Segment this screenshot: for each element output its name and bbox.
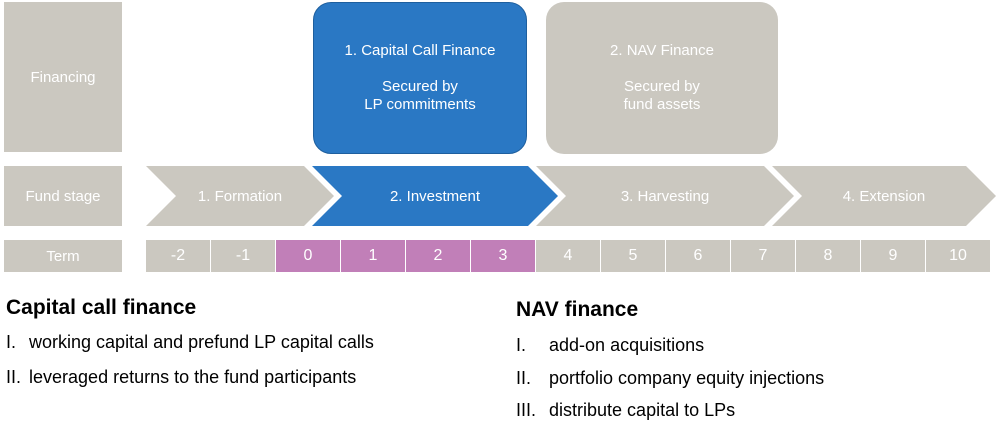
capital-call-item-number: II. — [6, 367, 22, 387]
term-cell-highlighted: 2 — [406, 240, 470, 272]
chevron-investment — [312, 166, 558, 226]
nav-item-number: I. — [516, 335, 527, 355]
term-cell-highlighted: 1 — [341, 240, 405, 272]
nav-item-text: distribute capital to LPs — [549, 400, 736, 420]
nav-finance-box: 2. NAV Finance Secured by fund assets — [546, 2, 778, 154]
nav-item-number: III. — [516, 400, 537, 420]
term-cell: -1 — [211, 240, 275, 272]
nav-item: I. add-on acquisitions — [516, 335, 704, 356]
capital-call-heading: Capital call finance — [6, 296, 197, 319]
nav-item: III. distribute capital to LPs — [516, 400, 735, 421]
capital-call-item-text: working capital and prefund LP capital c… — [29, 332, 374, 352]
term-cell: 9 — [861, 240, 925, 272]
term-cell: 4 — [536, 240, 600, 272]
chevron-extension — [772, 166, 996, 226]
nav-heading: NAV finance — [516, 298, 639, 321]
capital-call-item: I. working capital and prefund LP capita… — [6, 332, 374, 353]
stage-label-extension: 4. Extension — [842, 187, 926, 205]
nav-finance-title: 2. NAV Finance — [610, 42, 714, 59]
row-label-financing-text: Financing — [30, 68, 96, 86]
stage-label-investment: 2. Investment — [389, 187, 481, 205]
capital-call-finance-box: 1. Capital Call Finance Secured by LP co… — [313, 2, 527, 154]
capital-call-item: II. leveraged returns to the fund partic… — [6, 367, 356, 388]
term-cell-highlighted: 3 — [471, 240, 535, 272]
nav-item-number: II. — [516, 368, 532, 388]
term-cell: 7 — [731, 240, 795, 272]
term-cell: 10 — [926, 240, 990, 272]
term-cell: 6 — [666, 240, 730, 272]
row-label-term: Term — [4, 240, 122, 272]
capital-call-finance-title: 1. Capital Call Finance — [344, 42, 496, 59]
capital-call-finance-line2: LP commitments — [364, 96, 476, 113]
nav-finance-line1: Secured by — [624, 78, 700, 95]
row-label-fund-stage-text: Fund stage — [25, 187, 101, 205]
term-cell: 8 — [796, 240, 860, 272]
row-label-financing: Financing — [4, 2, 122, 152]
capital-call-item-text: leveraged returns to the fund participan… — [29, 367, 357, 387]
nav-finance-line2: fund assets — [623, 96, 701, 113]
row-label-fund-stage: Fund stage — [4, 166, 122, 226]
term-cell: 5 — [601, 240, 665, 272]
chevron-formation — [146, 166, 334, 226]
term-cell: -2 — [146, 240, 210, 272]
capital-call-item-number: I. — [6, 332, 17, 352]
nav-item-text: add-on acquisitions — [549, 335, 705, 355]
stage-label-formation: 1. Formation — [197, 187, 283, 205]
row-label-term-text: Term — [46, 247, 80, 265]
capital-call-finance-line1: Secured by — [382, 78, 458, 95]
stage-label-harvesting: 3. Harvesting — [620, 187, 710, 205]
nav-item: II. portfolio company equity injections — [516, 368, 824, 389]
chevron-harvesting — [536, 166, 794, 226]
term-cell-highlighted: 0 — [276, 240, 340, 272]
nav-item-text: portfolio company equity injections — [549, 368, 825, 388]
